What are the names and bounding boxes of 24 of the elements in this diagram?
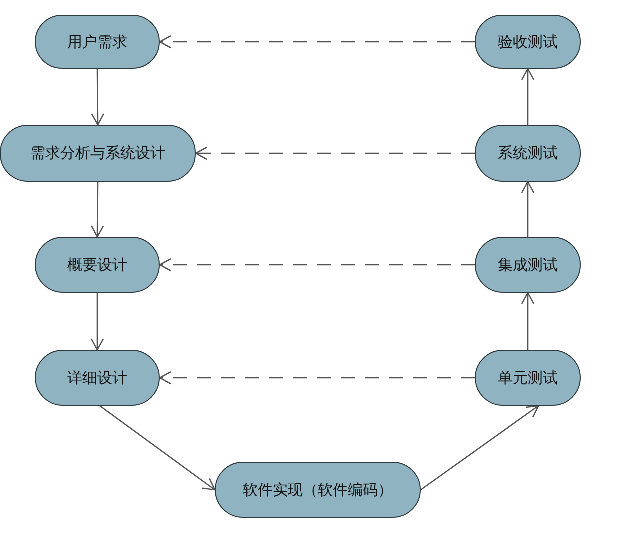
node-label: 需求分析与系统设计 [30,144,166,163]
node-label: 验收测试 [498,32,558,52]
arrow [91,69,105,126]
node-label: 单元测试 [498,368,558,388]
node-label: 概要设计 [68,256,128,274]
node-label: 详细设计 [68,368,128,388]
node-label: 系统测试 [498,144,558,163]
arrow [90,293,104,351]
node-label: 用户需求 [68,32,128,52]
process-pill [0,125,196,182]
process-pill [35,15,160,69]
arrow [521,68,535,125]
arrow [521,292,535,350]
dashed-arrow [195,146,475,160]
arrow [420,405,540,491]
node-label: 集成测试 [498,256,558,274]
dashed-arrow [159,258,475,272]
arrow [90,182,104,238]
dashed-arrow [159,35,475,49]
process-pill [475,15,581,69]
arrow [521,181,535,237]
dashed-arrow [159,371,475,385]
arrow [100,405,216,491]
node-label: 软件实现（软件编码） [243,480,393,500]
